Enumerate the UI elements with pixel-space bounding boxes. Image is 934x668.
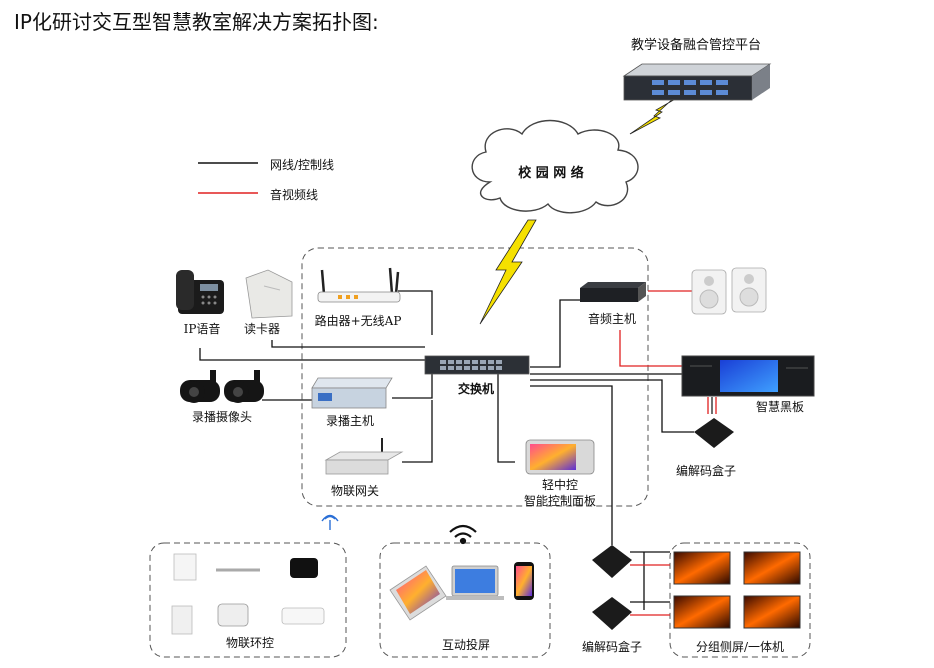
router-icon <box>317 267 401 303</box>
projection-devices-icon <box>389 562 534 621</box>
campus-network-label: 校 园 网 络 <box>518 166 584 181</box>
network-connections <box>199 290 694 610</box>
management-platform-label: 教学设备融合管控平台 <box>630 38 762 53</box>
wifi-signal-icon <box>321 514 339 530</box>
screens-group-boundary <box>669 542 811 658</box>
iot-group-boundary <box>149 542 347 658</box>
page-title: IP化研讨交互型智慧教室解决方案拓扑图: <box>14 10 379 34</box>
switch-label: 交换机 <box>457 382 495 396</box>
interactive-projection-label: 互动投屏 <box>441 638 491 652</box>
iot-gateway-label: 物联网关 <box>330 484 380 498</box>
recording-host-icon <box>311 377 393 409</box>
codec-box-top-label: 编解码盒子 <box>675 464 737 478</box>
camera-icon <box>180 370 264 403</box>
legend-network-label: 网线/控制线 <box>270 158 335 172</box>
card-reader-icon <box>245 269 293 319</box>
audio-host-icon <box>580 282 646 302</box>
light-control-label: 轻中控 <box>541 478 579 492</box>
router-ap-label: 路由器+无线AP <box>314 314 402 328</box>
switch-icon <box>424 355 530 375</box>
server-icon <box>622 63 772 101</box>
phone-icon <box>176 270 224 314</box>
screen-icon <box>673 551 801 629</box>
lightning-icon <box>479 219 537 325</box>
codec-box-bottom-label: 编解码盒子 <box>581 640 643 654</box>
wifi-icon <box>449 524 477 545</box>
av-connections <box>619 290 717 616</box>
smart-panel-label: 智能控制面板 <box>523 494 597 508</box>
ip-voice-label: IP语音 <box>183 322 221 336</box>
smart-blackboard-label: 智慧黑板 <box>755 400 805 414</box>
recording-host-label: 录播主机 <box>325 414 375 428</box>
iot-devices-icon <box>171 553 325 635</box>
cloud-icon <box>471 119 639 214</box>
speaker-icon <box>691 267 767 315</box>
control-panel-icon <box>525 439 595 475</box>
group-screens-label: 分组侧屏/一体机 <box>695 640 785 654</box>
blackboard-icon <box>681 355 815 397</box>
legend-av-label: 音视频线 <box>270 188 319 202</box>
codec-box-icon <box>694 418 734 448</box>
card-reader-label: 读卡器 <box>243 322 281 336</box>
audio-host-label: 音频主机 <box>587 312 637 326</box>
core-group-boundary <box>301 247 649 507</box>
codec-box-icon <box>592 545 632 630</box>
iot-gateway-icon <box>324 438 404 475</box>
recording-camera-label: 录播摄像头 <box>191 410 253 424</box>
iot-env-control-label: 物联环控 <box>225 636 275 650</box>
